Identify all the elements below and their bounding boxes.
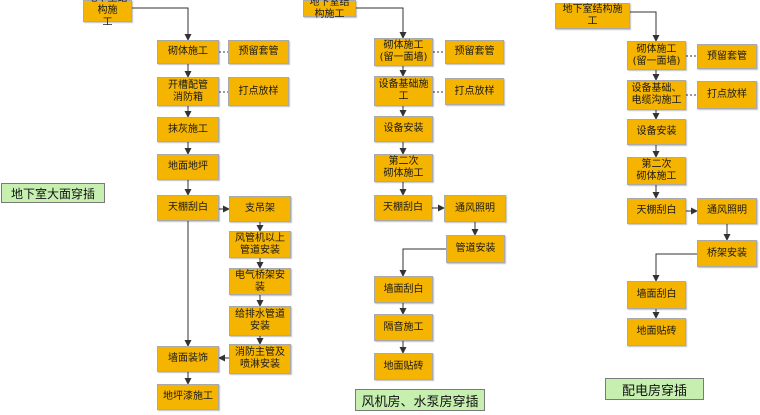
basement-masonry-node: 砌体施工 (157, 40, 219, 64)
fan-pump-masonry-node: 砌体施工 (留一面墙) (374, 38, 433, 66)
basement-wall-decoration-node: 墙面装饰 (157, 346, 219, 372)
basement-cable-tray-node: 电气桥架安 装 (229, 268, 291, 295)
power-ventilation-lighting-node: 通风照明 (697, 198, 757, 224)
power-point-layout-node: 打点放样 (697, 81, 757, 109)
power-masonry-node: 砌体施工 (留一面墙) (627, 41, 686, 70)
connector (399, 248, 446, 277)
fan-pump-pipe-install-node: 管道安装 (446, 235, 505, 263)
connector (652, 253, 697, 282)
power-wall-scraping-node: 墙面刮白 (627, 281, 686, 309)
basement-floor-paint-node: 地坪漆施工 (157, 384, 219, 410)
basement-hanger-bracket-node: 支吊架 (229, 196, 291, 222)
section-label-basement: 地下室大面穿插 (1, 183, 105, 203)
fan-pump-embed-sleeve-node: 预留套管 (445, 40, 504, 64)
basement-start-node: 地下室结构施 工 (83, 0, 132, 28)
power-equipment-base-node: 设备基础、 电缆沟施工 (627, 80, 686, 110)
power-ceiling-scraping-node: 天棚刮白 (627, 198, 686, 224)
basement-slot-piping-node: 开槽配管 消防箱 (157, 77, 219, 106)
basement-fire-sprinkler-node: 消防主管及 喷淋安装 (229, 344, 291, 374)
basement-point-layout-node: 打点放样 (228, 77, 289, 106)
basement-air-duct-node: 风管机以上 管道安装 (229, 231, 291, 258)
fan-pump-wall-scraping-node: 墙面刮白 (374, 276, 433, 303)
basement-plastering-node: 抹灰施工 (157, 117, 219, 142)
fan-pump-start-node: 地下室结构施工 (303, 0, 356, 20)
section-label-power-room: 配电房穿插 (605, 378, 704, 400)
basement-ceiling-scraping-node: 天棚刮白 (157, 195, 219, 221)
power-floor-tiling-node: 地面贴砖 (627, 318, 686, 346)
fan-pump-ventilation-lighting-node: 通风照明 (444, 195, 506, 222)
power-second-masonry-node: 第二次 砌体施工 (627, 157, 686, 185)
fan-pump-equipment-base-node: 设备基础施 工 (374, 76, 433, 106)
power-start-node: 地下室结构施 工 (555, 3, 630, 29)
fan-pump-point-layout-node: 打点放样 (445, 78, 504, 105)
connector (630, 11, 660, 42)
basement-water-pipe-node: 给排水管道 安装 (229, 306, 291, 336)
connector (132, 7, 192, 41)
basement-embed-sleeve-node: 预留套管 (228, 40, 289, 64)
fan-pump-equipment-install-node: 设备安装 (374, 116, 433, 142)
basement-floor-screed-node: 地面地坪 (157, 154, 219, 180)
power-embed-sleeve-node: 预留套管 (697, 44, 757, 69)
power-equipment-install-node: 设备安装 (627, 119, 686, 145)
fan-pump-ceiling-scraping-node: 天棚刮白 (374, 195, 432, 221)
connector (356, 7, 407, 39)
fan-pump-floor-tiling-node: 地面贴砖 (374, 353, 433, 380)
power-cable-tray-node: 桥架安装 (697, 240, 757, 267)
section-label-fan-pump-room: 风机房、水泵房穿插 (355, 389, 485, 411)
fan-pump-soundproofing-node: 隔音施工 (374, 314, 433, 341)
fan-pump-second-masonry-node: 第二次 砌体施工 (374, 154, 433, 182)
